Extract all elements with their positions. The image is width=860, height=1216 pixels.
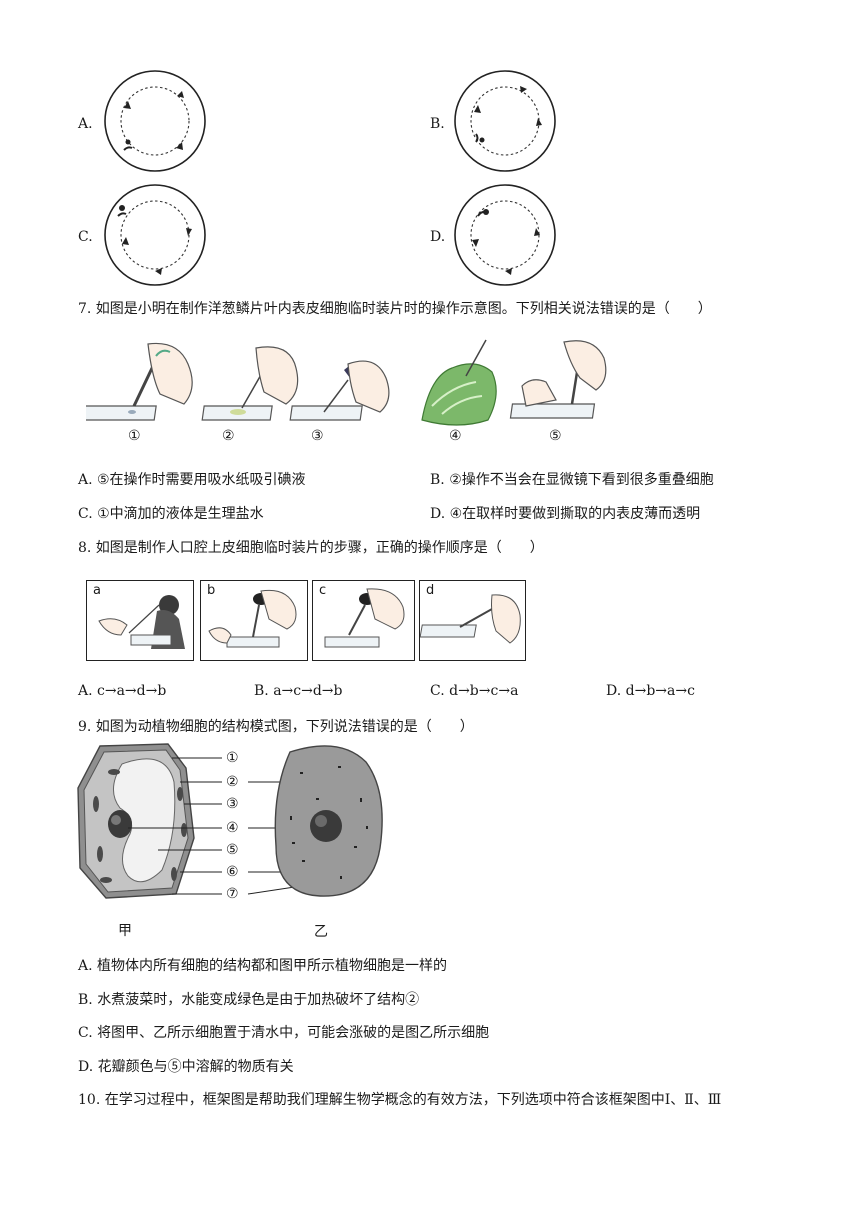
q8-panel-b: b — [200, 580, 308, 661]
q7-step-1-drawing — [75, 342, 193, 421]
q8-option-b: B. a→c→d→b — [254, 683, 343, 699]
q9-option-c: C. 将图甲、乙所示细胞置于清水中，可能会涨破的是图乙所示细胞 — [78, 1025, 490, 1041]
q6-option-c-figure — [102, 182, 208, 292]
q7-step-4-drawing — [421, 339, 497, 426]
q7-option-b: B. ②操作不当会在显微镜下看到很多重叠细胞 — [430, 472, 714, 488]
q8-panel-a: a — [86, 580, 194, 661]
q10-stem: 10. 在学习过程中，框架图是帮助我们理解生物学概念的有效方法，下列选项中符合该… — [78, 1092, 722, 1108]
q6-option-b-figure — [452, 68, 558, 178]
q7-step-2-label: ② — [222, 428, 235, 444]
q6-option-d-label: D. — [430, 229, 446, 245]
q6-option-d-figure — [452, 182, 558, 292]
q7-step-1-label: ① — [128, 428, 141, 444]
q8-panel-b-letter: b — [207, 583, 216, 598]
q9-label-7: ⑦ — [226, 886, 239, 902]
plant-cell-drawing — [77, 743, 195, 899]
q8-panel-d: d — [419, 580, 526, 661]
q8-panel-d-letter: d — [426, 583, 435, 598]
q9-label-3: ③ — [226, 796, 239, 812]
q8-panel-c-letter: c — [319, 583, 327, 598]
q7-option-c: C. ①中滴加的液体是生理盐水 — [78, 506, 264, 522]
q9-cell-name-animal: 乙 — [314, 924, 328, 940]
q9-label-6: ⑥ — [226, 864, 239, 880]
q9-option-b: B. 水煮菠菜时，水能变成绿色是由于加热破坏了结构② — [78, 992, 420, 1008]
q9-option-d: D. 花瓣颜色与⑤中溶解的物质有关 — [78, 1059, 294, 1075]
q8-panel-a-letter: a — [93, 583, 101, 598]
q8-panel-c: c — [312, 580, 415, 661]
q7-option-d: D. ④在取样时要做到撕取的内表皮薄而透明 — [430, 506, 701, 522]
q9-cell-diagram — [76, 742, 396, 906]
q9-label-2: ② — [226, 774, 239, 790]
q7-illustrations — [75, 336, 646, 452]
q6-option-a-figure — [102, 68, 208, 178]
q9-stem: 9. 如图为动植物细胞的结构模式图，下列说法错误的是（ ） — [78, 719, 474, 735]
q7-step-5-drawing — [509, 340, 607, 419]
q9-option-a: A. 植物体内所有细胞的结构都和图甲所示植物细胞是一样的 — [78, 958, 448, 974]
q9-label-4: ④ — [226, 820, 239, 836]
q6-option-a-label: A. — [78, 116, 93, 132]
q8-option-c: C. d→b→c→a — [430, 683, 519, 699]
q8-stem: 8. 如图是制作人口腔上皮细胞临时装片的步骤，正确的操作顺序是（ ） — [78, 540, 544, 556]
q8-option-d: D. d→b→a→c — [606, 683, 695, 699]
animal-cell-drawing — [274, 745, 383, 897]
q7-step-3-label: ③ — [311, 428, 324, 444]
q7-option-a: A. ⑤在操作时需要用吸水纸吸引碘液 — [78, 472, 306, 488]
q9-cell-name-plant: 甲 — [118, 923, 132, 939]
q7-step-4-label: ④ — [449, 428, 462, 444]
q7-step-3-drawing — [289, 360, 390, 421]
q8-option-a: A. c→a→d→b — [78, 683, 167, 699]
q7-step-2-drawing — [201, 346, 299, 421]
q6-option-c-label: C. — [78, 229, 93, 245]
q6-option-b-label: B. — [430, 116, 445, 132]
q9-label-5: ⑤ — [226, 842, 239, 858]
q7-stem: 7. 如图是小明在制作洋葱鳞片叶内表皮细胞临时装片时的操作示意图。下列相关说法错… — [78, 301, 712, 317]
q9-label-1: ① — [226, 750, 239, 766]
q7-step-5-label: ⑤ — [549, 428, 562, 444]
